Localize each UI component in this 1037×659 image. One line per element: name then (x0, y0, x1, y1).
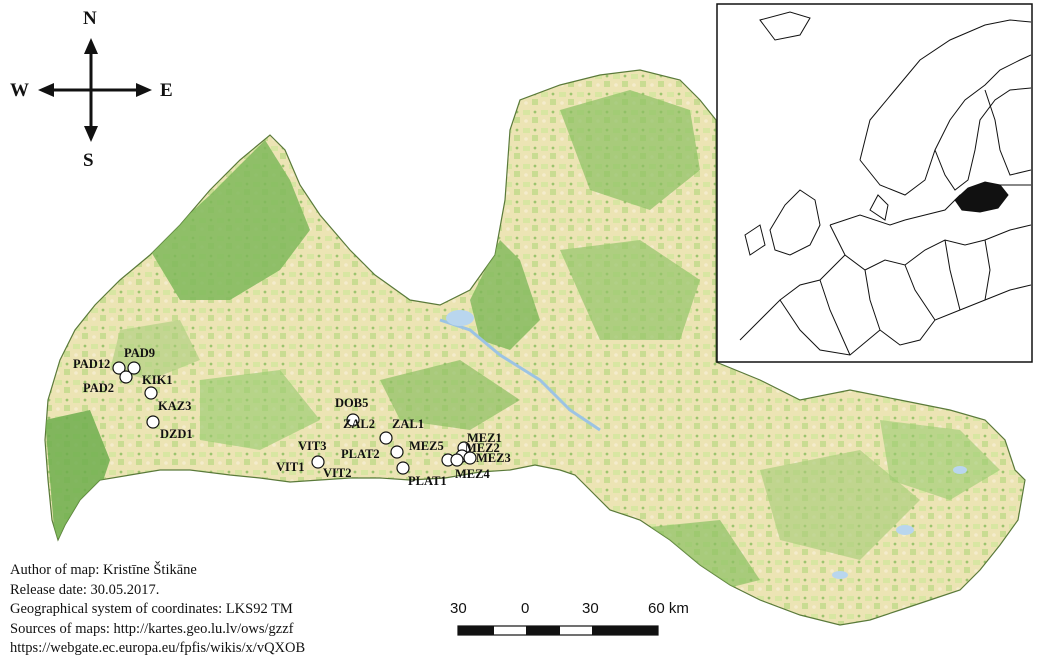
inset-europe-map (716, 3, 1033, 363)
site-label-mez1: MEZ1 (467, 431, 502, 445)
credit-coordinate-system: Geographical system of coordinates: LKS9… (10, 601, 293, 617)
map-credits: Author of map: Kristīne Štikāne Release … (10, 561, 305, 659)
site-label-pad2: PAD2 (83, 381, 114, 395)
credit-url: https://webgate.ec.europa.eu/fpfis/wikis… (10, 640, 306, 656)
site-marker-mez3 (463, 451, 477, 465)
site-label-pad12: PAD12 (73, 357, 110, 371)
site-marker-vit3 (311, 455, 325, 469)
site-label-dzd1: DZD1 (160, 427, 193, 441)
site-marker-dob5 (346, 413, 360, 427)
compass-rose (38, 38, 152, 142)
site-marker-plat1 (396, 461, 410, 475)
site-marker-mez4 (450, 453, 464, 467)
credit-release-date: Release date: 30.05.2017. (10, 581, 160, 598)
compass-west-label: W (10, 80, 29, 101)
site-label-zal1: ZAL1 (392, 417, 424, 431)
site-label-mez2: MEZ2 (465, 441, 500, 455)
site-label-mez3: MEZ3 (476, 451, 511, 465)
site-label-vit1: VIT1 (276, 460, 304, 474)
site-marker-kik1 (144, 386, 158, 400)
site-label-mez4: MEZ4 (455, 467, 490, 481)
site-label-vit3: VIT3 (298, 439, 326, 453)
scale-tick-label: 30 (582, 600, 599, 617)
site-label-kik1: KIK1 (142, 373, 173, 387)
site-marker-pad2 (119, 370, 133, 384)
site-marker-pad12 (112, 361, 126, 375)
site-label-dob5: DOB5 (335, 396, 368, 410)
credit-sources: Sources of maps: http://kartes.geo.lu.lv… (10, 620, 294, 637)
site-label-plat1: PLAT1 (408, 474, 447, 488)
compass-east-label: E (160, 80, 173, 101)
scale-tick-label: 60 km (648, 600, 689, 617)
scale-tick-label: 0 (521, 600, 530, 617)
site-label-plat2: PLAT2 (341, 447, 380, 461)
site-label-kaz3: KAZ3 (158, 399, 191, 413)
site-marker-pad9 (127, 361, 141, 375)
site-marker-zal2 (379, 431, 393, 445)
site-marker-plat2 (390, 445, 404, 459)
site-label-mez5: MEZ5 (409, 439, 444, 453)
site-marker-kaz3 (146, 415, 160, 429)
compass-north-label: N (83, 8, 97, 29)
scale-tick-label: 30 (450, 600, 467, 617)
scale-bar (457, 625, 659, 636)
credit-author: Author of map: Kristīne Štikāne (10, 562, 197, 578)
site-label-pad9: PAD9 (124, 346, 155, 360)
latvia-highlight (954, 181, 1009, 213)
site-label-zal2: ZAL2 (343, 417, 375, 431)
forest-cover (45, 90, 1000, 600)
compass-south-label: S (83, 150, 94, 171)
site-label-vit2: VIT2 (323, 466, 351, 480)
